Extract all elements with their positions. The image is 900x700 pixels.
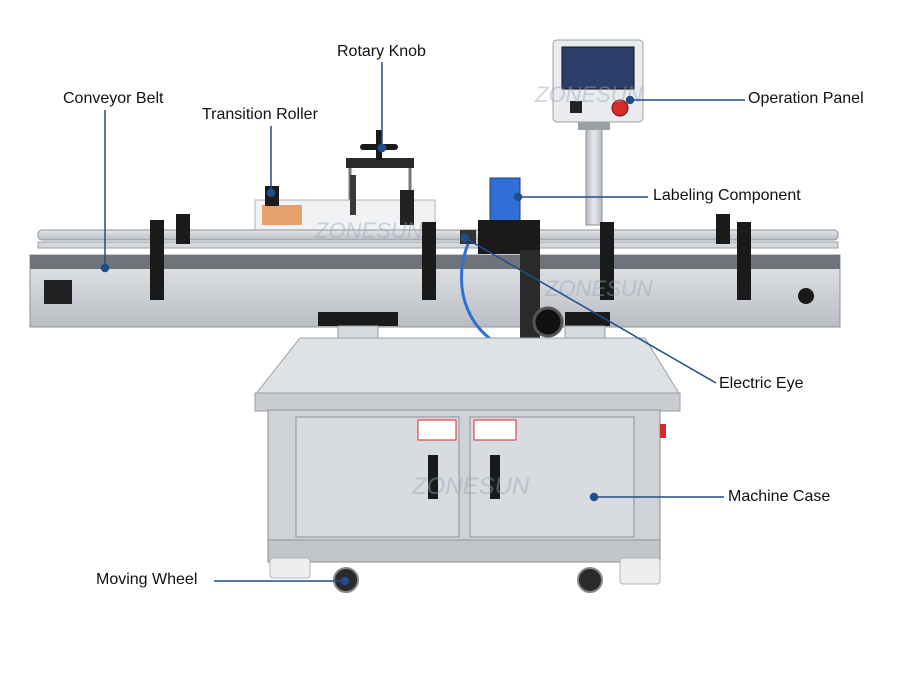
rail-brackets [150, 214, 751, 300]
leader-lines [100, 62, 745, 586]
leader-electric-eye [464, 237, 717, 384]
label-machine-case: Machine Case [728, 488, 831, 505]
foot-right [619, 557, 661, 585]
label-transition-roller: Transition Roller [202, 106, 318, 123]
watermark-bottom: ZONESUN [411, 473, 530, 500]
label-electric-eye: Electric Eye [719, 375, 804, 392]
labeling-roller [532, 306, 564, 338]
watermark-middle: ZONESUN [314, 218, 423, 243]
label-rotary-knob: Rotary Knob [337, 43, 426, 60]
door-handle-left [428, 455, 438, 499]
emergency-stop-button [611, 99, 629, 117]
knob-plate [346, 158, 414, 168]
watermark-top: ZONESUN [534, 82, 643, 107]
label-operation-panel: Operation Panel [748, 90, 864, 107]
labeling-head [478, 220, 540, 254]
foot-left [269, 557, 311, 579]
panel-switch [570, 101, 582, 113]
watermark-right: ZONESUN [544, 276, 653, 301]
tower-post-2 [400, 190, 414, 225]
guide-rail-lower [37, 241, 839, 249]
conveyor-motor-port [798, 288, 814, 304]
label-conveyor-belt: Conveyor Belt [63, 90, 164, 107]
side-bracket [565, 312, 610, 326]
label-moving-wheel: Moving Wheel [96, 571, 198, 588]
panel-pole [585, 124, 603, 226]
conveyor-control-box [44, 280, 72, 304]
touch-screen [561, 46, 635, 90]
warning-sticker-right [473, 419, 517, 441]
label-bracket [318, 312, 398, 326]
guide-rail [37, 229, 839, 241]
tower-post-1 [350, 175, 356, 215]
warning-sticker-left [417, 419, 457, 441]
moving-wheel-right [577, 567, 603, 593]
table-top [253, 337, 681, 396]
case-base [267, 539, 661, 563]
case-indicator [660, 424, 666, 438]
label-roll [262, 205, 302, 225]
label-labeling-component: Labeling Component [653, 187, 801, 204]
door-handle-right [490, 455, 500, 499]
table-edge [254, 392, 681, 412]
